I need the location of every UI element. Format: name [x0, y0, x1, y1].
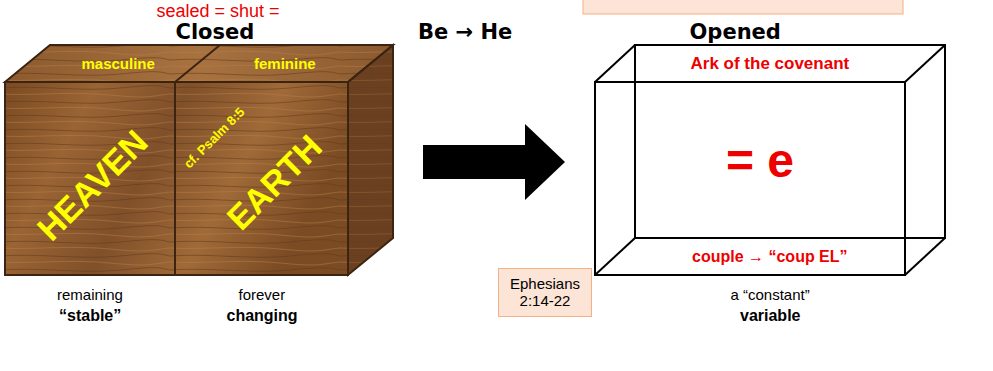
reference-note: cf. Psalm 8:5: [181, 105, 248, 172]
ark-box: Ark of the covenant = e couple → “coup EL”: [595, 45, 945, 275]
caption-line: “stable”: [59, 307, 121, 325]
equation: = e: [726, 133, 794, 188]
wood-cube: masculineHEAVEN: [5, 45, 175, 275]
caption-line: changing: [227, 307, 298, 325]
state-heading: Closed: [176, 20, 255, 44]
box-footer: couple → “coup EL”: [692, 248, 848, 266]
block-arrow: [423, 124, 565, 200]
cube-title: HEAVEN: [29, 122, 155, 248]
caption-line: forever: [239, 286, 286, 303]
note-box: Ephesians 2:14-22: [498, 268, 592, 317]
caption-line: remaining: [57, 286, 123, 303]
wooden-box: [5, 45, 393, 275]
caption-line: variable: [740, 307, 800, 325]
wood-cube: feminine cf. Psalm 8:5EARTH: [175, 45, 393, 275]
note-strip: [583, 0, 903, 14]
transition-label: Be → He: [418, 20, 512, 44]
caption-line: a “constant”: [731, 286, 810, 303]
note-text: Ephesians 2:14-22: [506, 275, 584, 310]
annotation: sealed = shut =: [157, 1, 280, 22]
cube-title: EARTH: [219, 127, 329, 237]
face-label: masculine: [82, 55, 155, 72]
wireframe-box: [595, 45, 945, 275]
face-label: feminine: [254, 55, 316, 72]
box-heading: Ark of the covenant: [691, 54, 850, 74]
state-heading: Opened: [690, 20, 781, 44]
